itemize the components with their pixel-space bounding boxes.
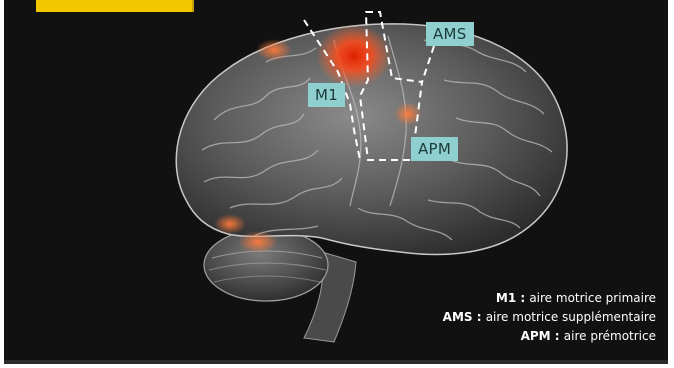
legend-sep: : (473, 310, 486, 324)
legend-abbr: APM (521, 329, 551, 343)
legend-row-apm: APM : aire prémotrice (443, 327, 656, 346)
panel-shadow (4, 360, 668, 364)
legend-text: aire prémotrice (564, 329, 656, 343)
legend-sep: : (516, 291, 529, 305)
legend: M1 : aire motrice primaire AMS : aire mo… (443, 289, 656, 346)
legend-row-m1: M1 : aire motrice primaire (443, 289, 656, 308)
legend-text: aire motrice primaire (529, 291, 656, 305)
legend-row-ams: AMS : aire motrice supplémentaire (443, 308, 656, 327)
callout-apm: APM (411, 137, 458, 161)
activation-temporal (214, 214, 246, 234)
legend-abbr: AMS (443, 310, 473, 324)
callout-m1: M1 (308, 83, 345, 107)
dark-panel: AMS M1 APM M1 : aire motrice primaire AM… (4, 0, 668, 364)
legend-text: aire motrice supplémentaire (486, 310, 656, 324)
callout-ams: AMS (426, 22, 474, 46)
activation-apm (394, 102, 422, 126)
activation-frontal (256, 39, 292, 61)
activation-cerebellum (238, 231, 278, 253)
legend-sep: : (551, 329, 564, 343)
legend-abbr: M1 (496, 291, 516, 305)
